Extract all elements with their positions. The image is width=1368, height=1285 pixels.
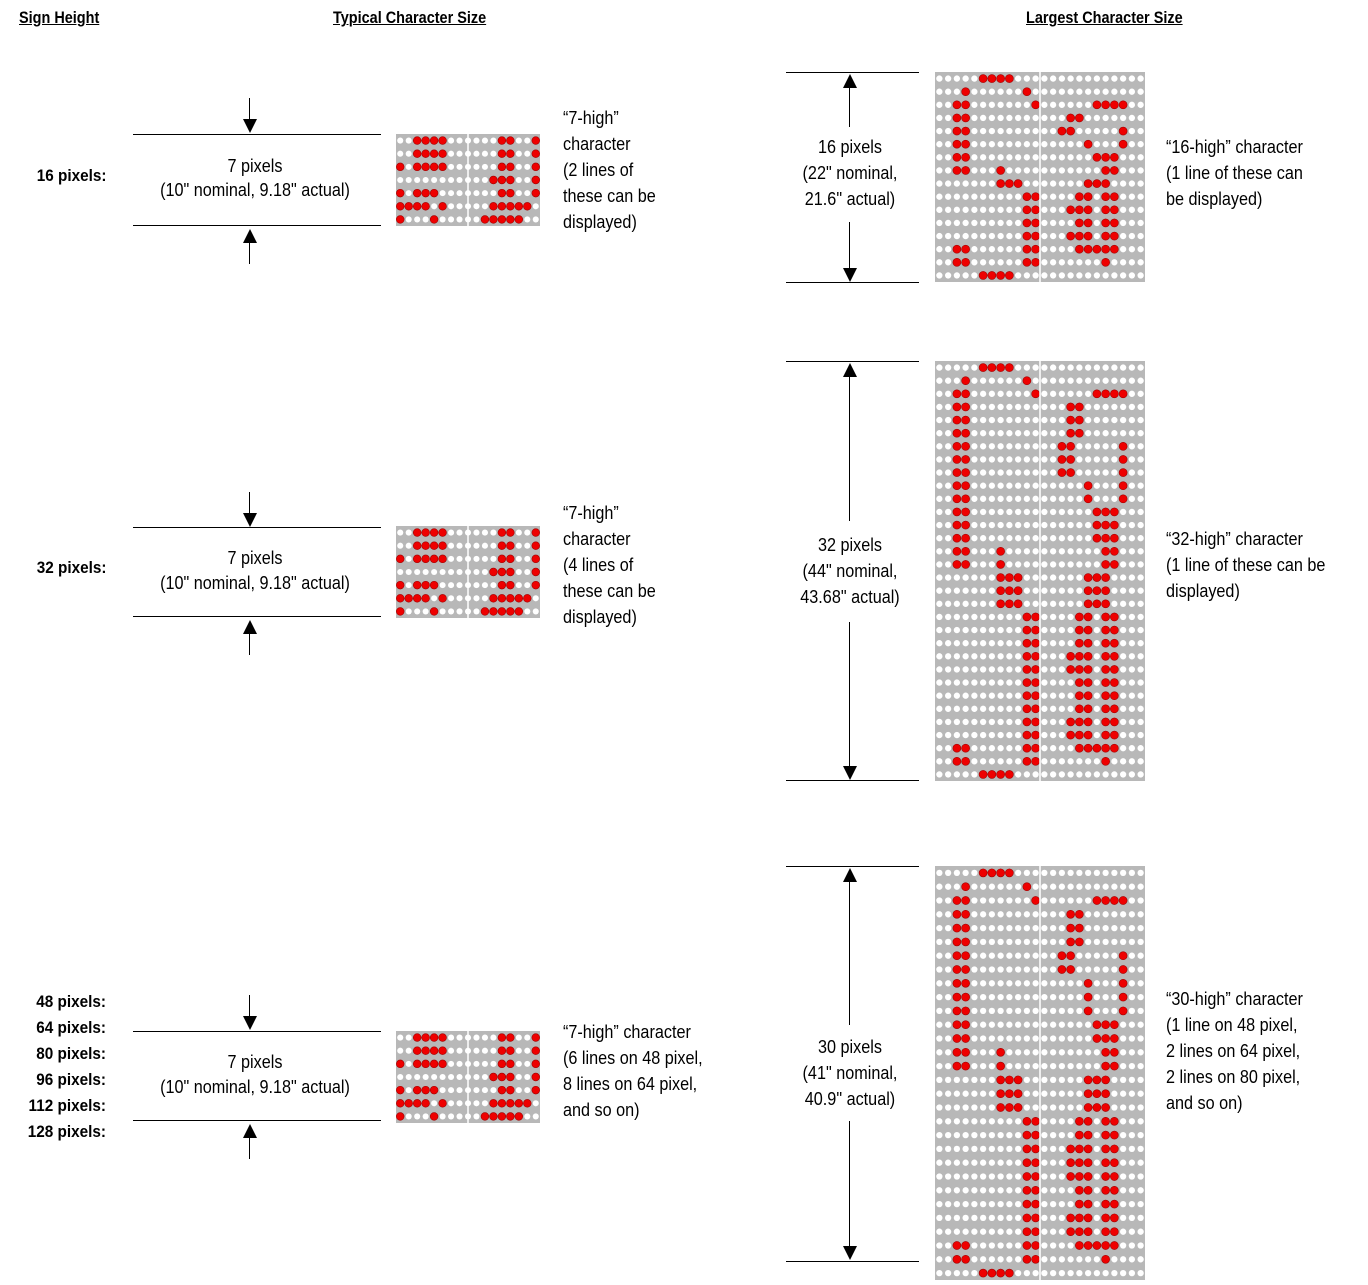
led-character-30-high: [935, 866, 1145, 1280]
led-character-typical-7-high: [396, 1031, 540, 1123]
typical-dim-inches: (10" nominal, 9.18" actual): [160, 1077, 350, 1097]
led-character-typical-7-high: [396, 134, 540, 226]
arrow-down-icon: [843, 1246, 857, 1260]
header-typical-character-size: Typical Character Size: [333, 8, 487, 27]
arrow-down-icon: [843, 766, 857, 780]
largest-dim-text: 30 pixels(41" nominal,40.9" actual): [802, 1037, 898, 1109]
header-sign-height: Sign Height: [19, 8, 100, 27]
arrow-up-icon: [843, 363, 857, 377]
led-character-typical-7-high: [396, 526, 540, 618]
arrow-down-icon: [243, 119, 257, 133]
sign-height-label: 16 pixels:: [36, 166, 106, 185]
largest-description: “30-high” character(1 line on 48 pixel,2…: [1166, 989, 1303, 1113]
typical-dim-inches: (10" nominal, 9.18" actual): [160, 573, 350, 593]
arrow-up-icon: [843, 74, 857, 88]
arrow-down-icon: [243, 1016, 257, 1030]
typical-dim-pixels: 7 pixels: [227, 548, 283, 568]
arrow-up-icon: [843, 868, 857, 882]
typical-dim-pixels: 7 pixels: [227, 156, 283, 176]
arrow-up-icon: [243, 1124, 257, 1138]
largest-description: “32-high” character(1 line of these can …: [1166, 529, 1326, 601]
header-largest-character-size: Largest Character Size: [1026, 8, 1183, 27]
sign-height-label-list: 48 pixels:64 pixels:80 pixels:96 pixels:…: [27, 992, 106, 1141]
arrow-down-icon: [243, 513, 257, 527]
sign-height-label: 32 pixels:: [36, 558, 106, 577]
arrow-down-icon: [843, 268, 857, 282]
led-character-16-high: [935, 72, 1145, 282]
largest-dim-text: 16 pixels(22" nominal,21.6" actual): [802, 137, 898, 209]
arrow-up-icon: [243, 229, 257, 243]
largest-dim-text: 32 pixels(44" nominal,43.68" actual): [800, 535, 900, 607]
led-character-32-high: [935, 361, 1145, 781]
arrow-up-icon: [243, 620, 257, 634]
typical-description: “7-high” character(6 lines on 48 pixel,8…: [563, 1022, 703, 1120]
typical-dim-inches: (10" nominal, 9.18" actual): [160, 180, 350, 200]
typical-dim-pixels: 7 pixels: [227, 1052, 283, 1072]
